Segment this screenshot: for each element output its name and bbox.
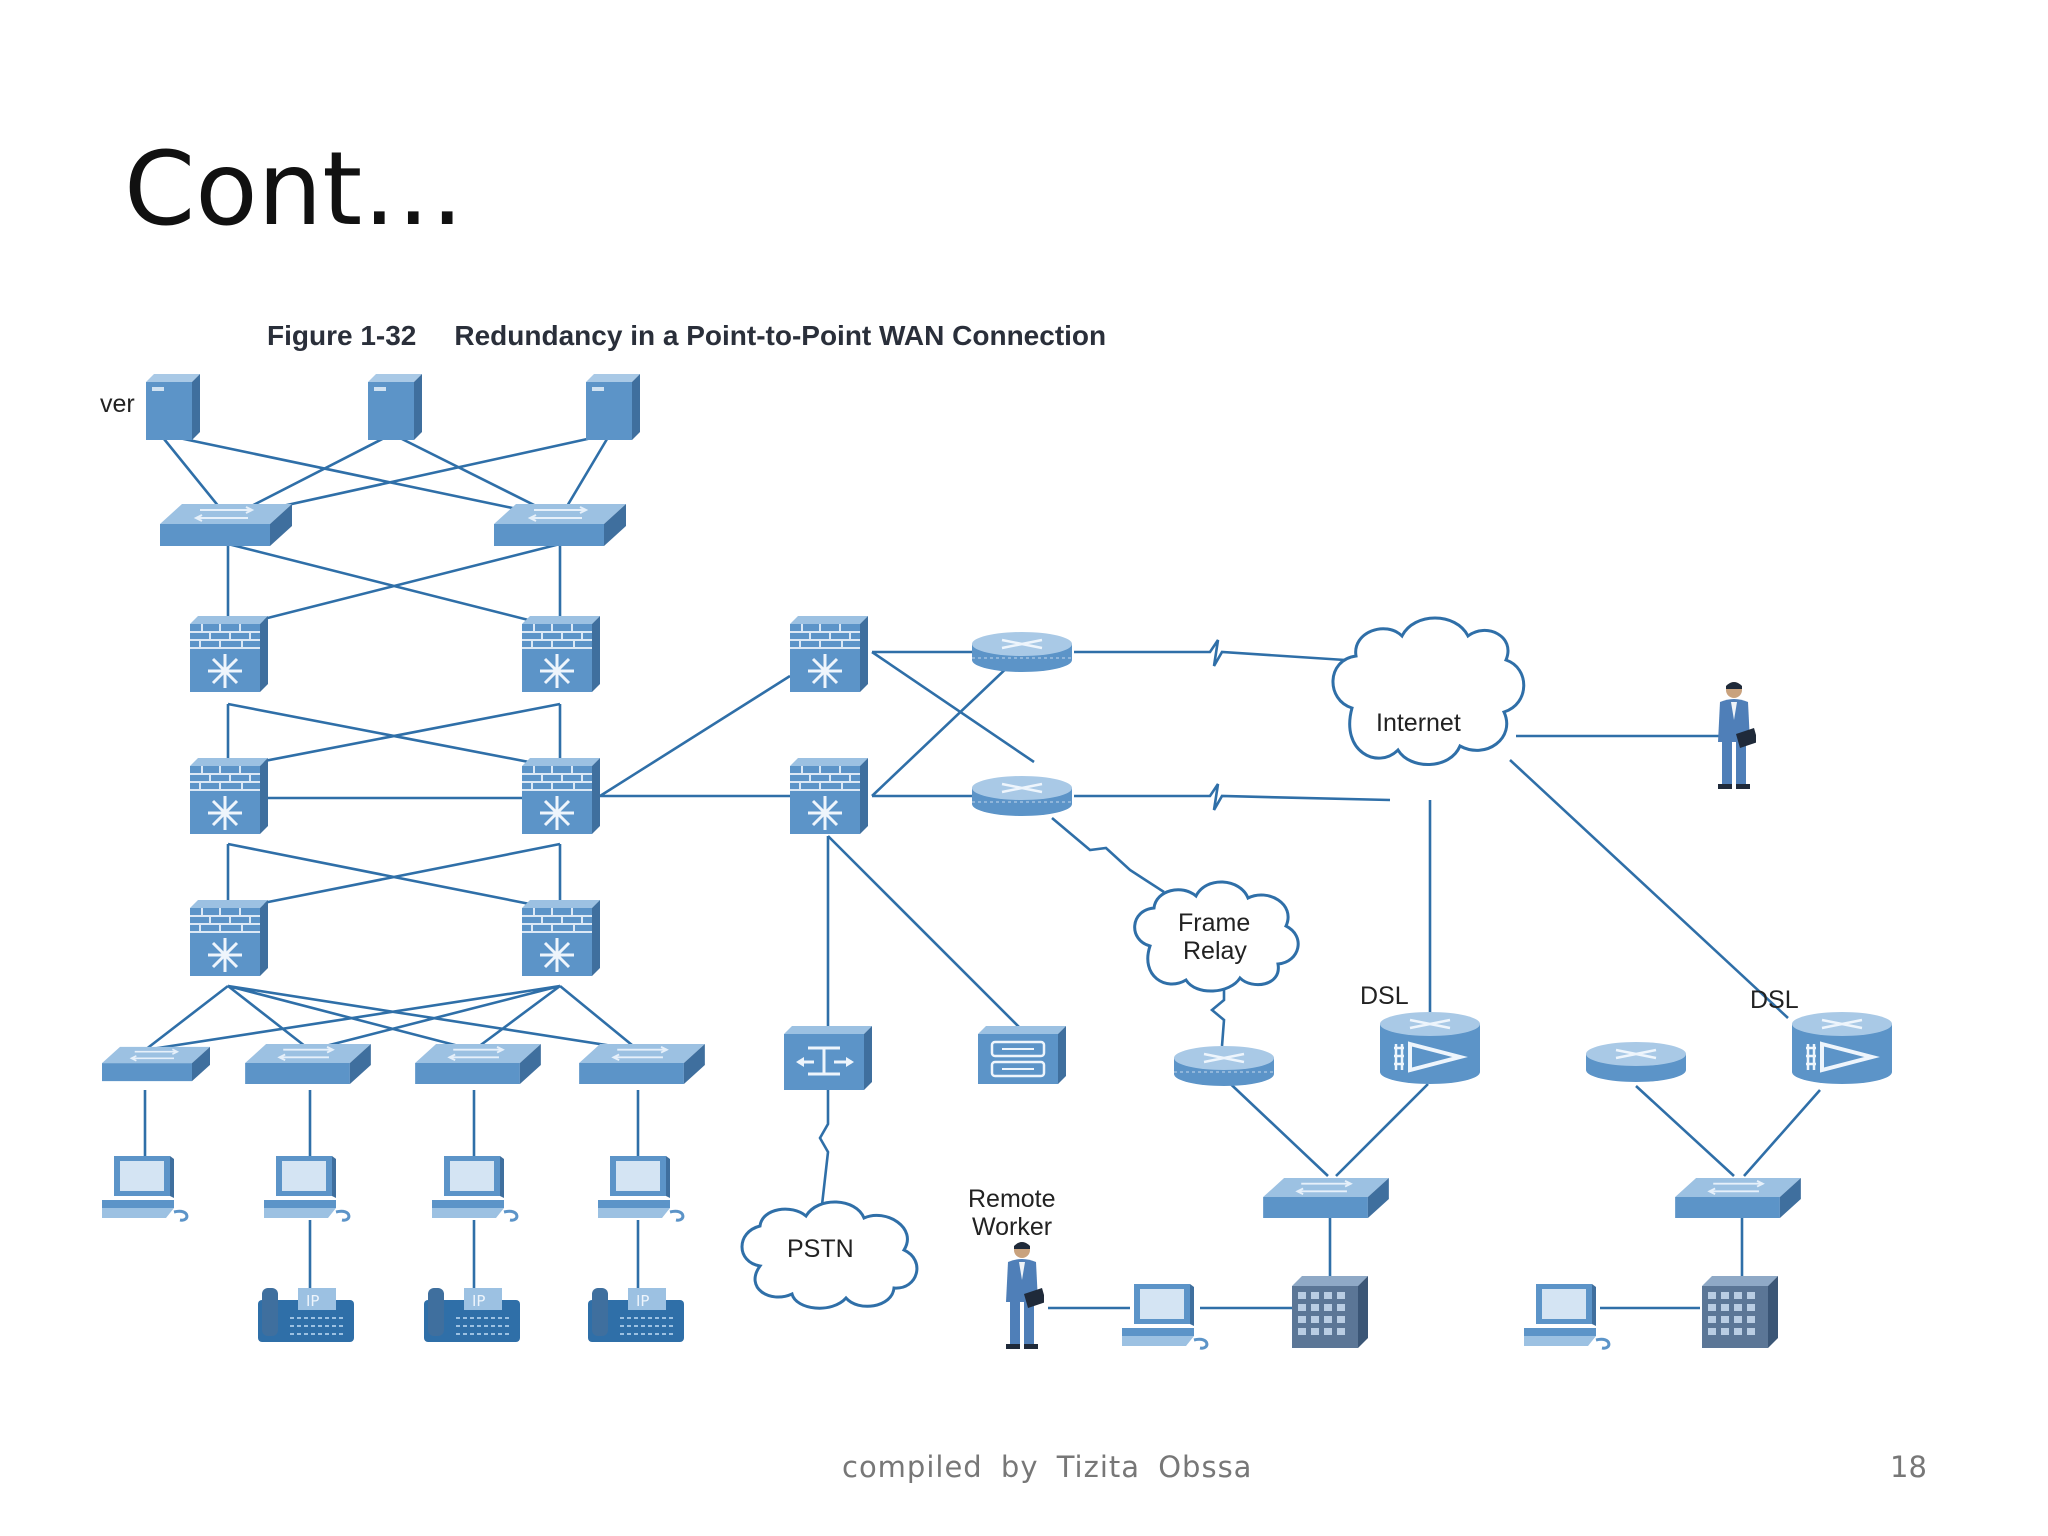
cloud-icon: [1331, 616, 1526, 766]
multilayer-switch-icon: [522, 758, 600, 834]
router-icon: [972, 776, 1072, 816]
user-icon: [1718, 682, 1756, 789]
multilayer-switch-icon: [190, 900, 268, 976]
dsl-label-left: DSL: [1360, 982, 1409, 1010]
ip-phone-icon: [258, 1287, 355, 1342]
dsl-modem-icon: [1380, 1012, 1480, 1084]
pc-icon: [102, 1156, 189, 1222]
pstn-label: PSTN: [787, 1235, 854, 1263]
multilayer-switch-icon: [190, 616, 268, 692]
page-number: 18: [1890, 1450, 1927, 1484]
switch-icon: [244, 1044, 372, 1084]
figure-caption: Figure 1-32 Redundancy in a Point-to-Poin…: [267, 320, 1106, 352]
figure-title: Redundancy in a Point-to-Point WAN Conne…: [454, 320, 1107, 351]
router-icon: [1586, 1040, 1686, 1084]
firewall-appliance-icon: [978, 1026, 1066, 1084]
access-server-icon: [784, 1026, 872, 1090]
cloud-icon: [1133, 880, 1300, 993]
switch-icon: [578, 1044, 706, 1084]
slide-title: Cont…: [124, 130, 465, 249]
switch-icon: [160, 504, 292, 546]
links: [143, 432, 1821, 1310]
cloud-icon: [740, 1200, 919, 1310]
pc-icon: [264, 1156, 351, 1222]
switch-icon: [1262, 1178, 1390, 1218]
multilayer-switch-icon: [190, 758, 268, 834]
frame-relay-label-line1: Frame: [1178, 909, 1250, 937]
multilayer-switch-icon: [790, 616, 868, 692]
pc-icon: [1122, 1284, 1209, 1350]
frame-relay-label-line2: Relay: [1183, 937, 1247, 965]
switch-icon: [494, 504, 626, 546]
multilayer-switch-icon: [790, 758, 868, 834]
remote-worker-label-line2: Worker: [972, 1213, 1052, 1241]
remote-worker-label-line1: Remote: [968, 1185, 1056, 1213]
ip-phone-icon: [588, 1287, 685, 1342]
pc-icon: [432, 1156, 519, 1222]
multilayer-switch-icon: [522, 900, 600, 976]
server-icon: [586, 374, 640, 440]
remote-worker-icon: [1006, 1242, 1044, 1349]
ip-phone-icon: [424, 1287, 521, 1342]
figure-number: Figure 1-32: [267, 320, 417, 351]
frame-relay-cloud: Frame Relay: [1133, 880, 1300, 993]
server-label: ver: [100, 390, 135, 418]
internet-cloud: Internet: [1331, 616, 1526, 766]
pstn-cloud: PSTN: [740, 1200, 919, 1310]
server-icon: [368, 374, 422, 440]
dsl-modem-icon: [1792, 1012, 1892, 1084]
pc-icon: [598, 1156, 685, 1222]
multilayer-switch-icon: [522, 616, 600, 692]
footer-credit: compiled by Tizita Obssa: [842, 1450, 1253, 1484]
dsl-label-right: DSL: [1750, 986, 1799, 1014]
pc-icon: [1524, 1284, 1611, 1350]
building-icon: [1702, 1276, 1778, 1348]
server-icon: [146, 374, 200, 440]
building-icon: [1292, 1276, 1368, 1348]
switch-icon: [1674, 1178, 1802, 1218]
switch-icon: [414, 1044, 542, 1084]
internet-label: Internet: [1376, 709, 1461, 737]
router-icon: [972, 632, 1072, 672]
switch-icon: [102, 1045, 210, 1083]
router-icon: [1174, 1046, 1274, 1086]
